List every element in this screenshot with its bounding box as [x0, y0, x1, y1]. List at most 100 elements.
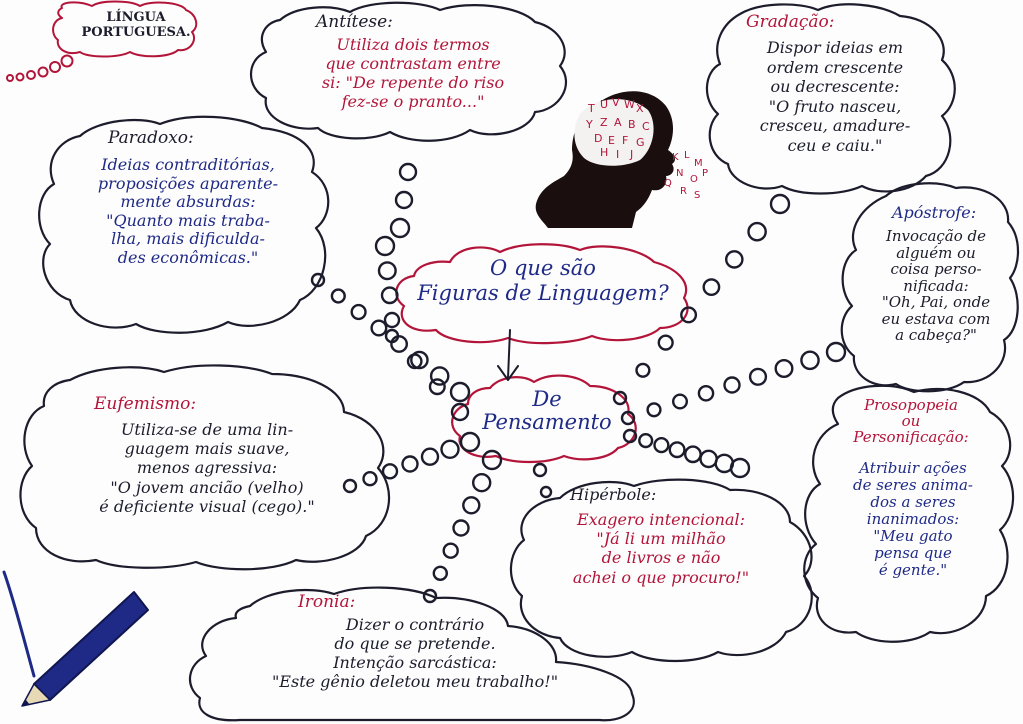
ironia-text: Dizer o contrário do que se pretende. In… — [271, 615, 559, 691]
thought-dot — [684, 445, 702, 464]
antitese-title: Antítese: — [316, 12, 393, 32]
head-letter: R — [680, 186, 687, 197]
thought-dot — [420, 447, 440, 466]
prosopopeia-title: Prosopopeia ou Personificação: — [853, 396, 969, 446]
head-letter: I — [616, 148, 619, 161]
center-category: De Pensamento — [482, 387, 612, 434]
head-letter: G — [636, 136, 645, 149]
thought-dot — [459, 431, 481, 453]
head-letter: V — [612, 96, 620, 109]
thought-dot — [539, 485, 553, 499]
thought-dot — [612, 390, 628, 406]
ironia-title: Ironia: — [298, 592, 356, 612]
thought-dot — [825, 341, 847, 363]
thought-dot — [429, 366, 450, 386]
thought-dot — [472, 473, 492, 493]
apostrofe-cloud — [840, 182, 1019, 393]
thought-dot — [450, 402, 470, 422]
hiperbole-title: Hipérbole: — [570, 485, 657, 504]
thought-dot — [442, 542, 459, 559]
head-letter: O — [690, 174, 698, 185]
thought-dot — [432, 565, 448, 581]
head-letter: F — [622, 134, 628, 147]
thought-dot — [449, 381, 471, 403]
eufemismo-text: Utiliza-se de uma lin- guagem mais suave… — [99, 420, 315, 516]
prosopopeia-cloud — [803, 384, 1015, 643]
gradacao-text: Dispor ideias em ordem crescente ou decr… — [759, 38, 911, 155]
head-letter: P — [702, 168, 708, 179]
thought-dot — [401, 455, 419, 473]
thought-dot — [638, 433, 654, 449]
head-letter: M — [694, 158, 703, 169]
head-letter: J — [629, 148, 633, 161]
thought-dot — [330, 288, 346, 304]
head-letter: D — [594, 132, 602, 145]
thought-dot — [646, 402, 662, 418]
eufemismo-title: Eufemismo: — [94, 394, 197, 414]
thought-dot — [657, 334, 674, 351]
head-letter: T — [587, 102, 595, 115]
thought-dot — [481, 449, 503, 471]
thought-dot — [381, 463, 399, 480]
thought-dot — [620, 410, 636, 426]
thought-dot — [362, 471, 378, 487]
head-silhouette — [535, 91, 675, 229]
thought-dot — [653, 437, 670, 454]
thought-dot — [389, 217, 411, 239]
header-label: LÍNGUA PORTUGUESA. — [81, 10, 191, 41]
hiperbole-text: Exagero intencional: "Já li um milhão de… — [572, 510, 750, 587]
thought-dot — [428, 378, 446, 396]
thought-dot — [350, 303, 367, 321]
head-letter: W — [624, 98, 635, 111]
head-letter: A — [614, 116, 622, 129]
ironia-cloud — [189, 586, 635, 722]
apostrofe-title: Apóstrofe: — [892, 203, 977, 222]
thought-dot — [800, 350, 820, 371]
thought-dot — [672, 393, 689, 410]
thought-dot — [748, 367, 768, 386]
thought-dot — [342, 478, 358, 494]
thought-dot — [390, 335, 408, 353]
header-dots — [6, 54, 74, 82]
thought-dot — [462, 496, 481, 515]
thought-dot — [384, 328, 400, 344]
paradoxo-cloud — [38, 115, 330, 334]
thought-dot — [702, 278, 721, 296]
head-letter: H — [600, 146, 608, 159]
antitese-text: Utiliza dois termos que contrastam entre… — [321, 35, 505, 111]
thought-dot — [697, 384, 715, 402]
pencil-drawing — [2, 570, 149, 707]
head-letter: S — [694, 190, 700, 201]
antitese-cloud — [250, 1, 567, 142]
thought-dot — [310, 272, 326, 288]
head-letter: E — [608, 134, 615, 147]
apostrofe-text: Invocação de alguém ou coisa perso- nifi… — [881, 227, 991, 344]
thought-dot — [380, 286, 399, 305]
category-cloud — [451, 374, 637, 464]
paradoxo-text: Ideias contraditórias, proposições apare… — [97, 155, 279, 267]
thought-dot — [370, 319, 388, 337]
thought-dot — [774, 359, 794, 379]
prosopopeia-text: Atribuir ações de seres anima- dos a ser… — [853, 459, 973, 579]
thought-dot — [440, 439, 460, 459]
head-letter: L — [684, 150, 690, 161]
thought-dot — [532, 462, 548, 478]
paradoxo-title: Paradoxo: — [108, 128, 194, 148]
head-letter: C — [642, 120, 650, 133]
head-letter: Z — [600, 116, 608, 129]
thought-dot — [410, 350, 429, 370]
hiperbole-cloud — [509, 478, 813, 663]
thought-dot — [422, 588, 438, 604]
gradacao-title: Gradação: — [746, 12, 835, 32]
head-letter: N — [676, 168, 683, 179]
question-cloud — [395, 243, 689, 345]
head-letter: B — [628, 118, 636, 131]
thought-dot — [699, 449, 718, 469]
head-letter: K — [672, 152, 679, 163]
thought-dot — [729, 457, 751, 479]
thought-dot — [452, 519, 470, 537]
thought-dot — [723, 376, 741, 394]
thought-dots — [310, 162, 847, 604]
